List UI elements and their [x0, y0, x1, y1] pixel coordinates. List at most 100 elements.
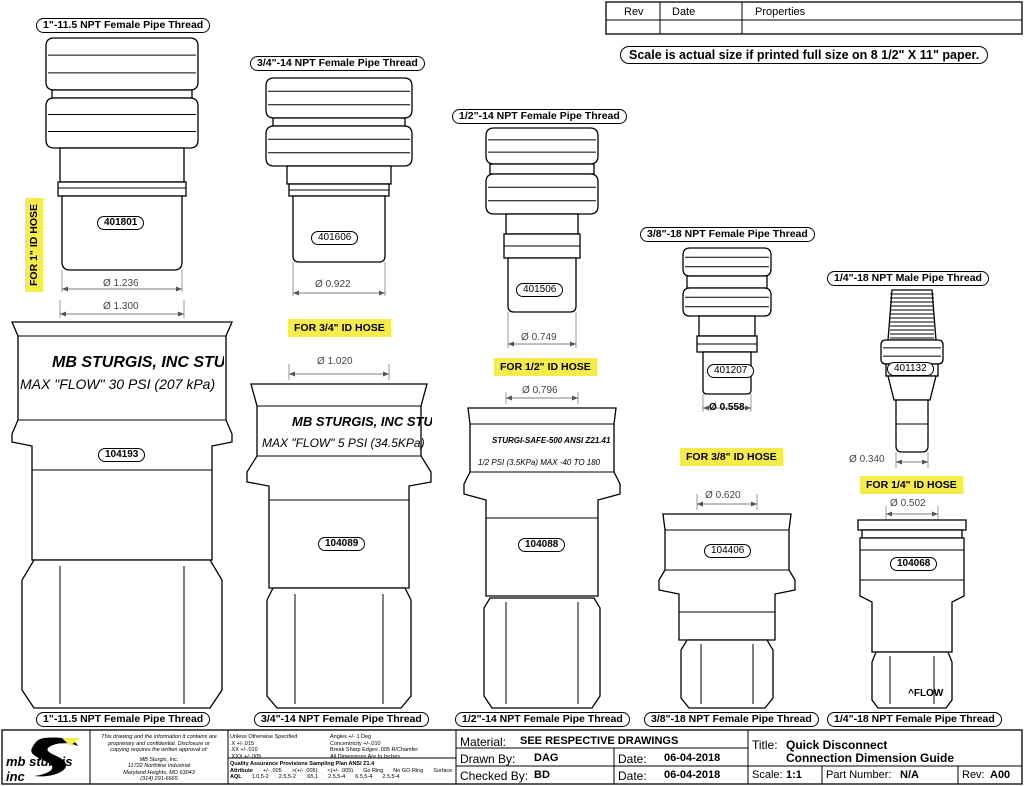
title-label: Title: — [752, 738, 778, 752]
dimension-arrow — [379, 290, 385, 296]
tolerance-line: .XXX +/-.005 — [230, 753, 262, 760]
qa-attribute-row: Attribute+/- .005>(+/- .005)<(+/- .005)G… — [230, 768, 452, 775]
title-line-2: Connection Dimension Guide — [786, 751, 955, 765]
plug-body — [895, 399, 929, 453]
plug-neck — [505, 213, 579, 235]
qa-cell: +/- .005 — [262, 767, 282, 774]
dimension-arrow — [572, 395, 578, 401]
dimension-arrow — [896, 459, 902, 465]
plug-neck — [286, 165, 392, 185]
coupler-sleeve — [463, 407, 621, 597]
qa-cell: No GO Ring — [393, 767, 424, 774]
qa-title: Quality Assurance Provisions Sampling Pl… — [230, 761, 375, 767]
qa-cell: 1.0,5-2 — [251, 774, 269, 780]
plug-hex-nut — [485, 127, 599, 165]
drawn-by-value: DAG — [534, 752, 559, 764]
coupler-body-brand-1in: MB STURGIS, INC STU — [52, 354, 224, 371]
plug-hex-nut — [880, 339, 944, 365]
plug-collar — [51, 89, 193, 99]
tolerance-line: All Dimensions Are In Inches — [330, 753, 401, 760]
diameter-symbol: Ø — [521, 332, 529, 343]
hose-label-1in: FOR 1" ID HOSE — [25, 198, 43, 292]
bottom-thread-label-3-4in: 3/4"-14 NPT Female Pipe Thread — [254, 712, 429, 727]
qa-sampling-plan: Quality Assurance Provisions Sampling Pl… — [230, 761, 452, 781]
revision-table — [605, 1, 1023, 35]
rev-value: A00 — [990, 769, 1011, 781]
coupler-diameter-value: 0.796 — [532, 385, 558, 396]
checked-date-value: 06-04-2018 — [664, 769, 721, 781]
coupler-part-number-104068: 104068 — [890, 557, 938, 571]
top-thread-label-1in: 1"-11.5 NPT Female Pipe Thread — [36, 18, 211, 33]
address-line: 11722 Northline Industrial — [127, 763, 191, 769]
qa-cell: >(+/- .005) — [291, 767, 318, 774]
qa-cell: 2.5,5-4 — [328, 774, 346, 780]
tolerance-line: Unless Otherwise Specified — [230, 734, 298, 740]
plug-diameter-3-8in: Ø 0.558 — [709, 402, 745, 413]
hose-label-3-8in: FOR 3/8" ID HOSE — [680, 448, 783, 466]
diameter-symbol: Ø — [317, 356, 325, 367]
diameter-symbol: Ø — [103, 301, 111, 312]
plug-diameter-value: 1.236 — [113, 278, 139, 289]
notice-line: This drawing and the information it cont… — [101, 734, 217, 740]
coupler-sleeve — [859, 537, 965, 653]
coupler-sleeve — [246, 383, 432, 589]
dimension-arrow — [293, 290, 299, 296]
dimension-arrow — [289, 371, 295, 377]
scale-note: Scale is actual size if printed full siz… — [620, 46, 989, 64]
qa-cell: Surface — [433, 767, 453, 774]
plug-part-number-401801: 401801 — [97, 216, 145, 230]
part-number-value: N/A — [900, 769, 919, 781]
coupler-hex — [483, 597, 601, 709]
logo-swoosh-icon — [31, 737, 80, 777]
dimension-arrow — [570, 341, 576, 347]
checked-date-label: Date: — [618, 769, 647, 783]
plug-part-number-401506: 401506 — [516, 283, 564, 297]
date-header: Date — [672, 6, 696, 18]
coupler-body-flow-1-4in: ^FLOW — [908, 688, 944, 699]
drawn-date-value: 06-04-2018 — [664, 752, 721, 764]
dimension-arrow — [176, 286, 182, 292]
notice-line: proprietary and confidential. Disclosure… — [108, 740, 210, 747]
dimension-arrow — [60, 311, 66, 317]
coupler-part-number-104406: 104406 — [704, 544, 752, 558]
coupler-top-ring — [857, 519, 967, 531]
address-line: (314) 291-6665 — [140, 776, 178, 782]
coupler-diameter-1-2in: Ø 0.796 — [522, 385, 558, 396]
company-logo: mb sturgis inc — [4, 734, 86, 784]
plug-neck — [698, 315, 756, 337]
plug-diameter-value: 0.749 — [531, 332, 557, 343]
qa-cell: .65,1 — [305, 774, 319, 780]
checked-by-label: Checked By: — [460, 769, 529, 783]
plug-part-number-401207: 401207 — [707, 364, 755, 378]
plug-diameter-value: 0.558 — [719, 402, 745, 413]
plug-collar — [272, 117, 406, 127]
coupler-diameter-3-8in: Ø 0.620 — [705, 490, 741, 501]
part-number-label: Part Number: — [826, 769, 892, 781]
plug-diameter-value: 0.922 — [325, 279, 351, 290]
logo-text: mb sturgis inc — [6, 754, 73, 784]
top-thread-label-1-4in: 1/4"-18 NPT Male Pipe Thread — [827, 271, 989, 286]
coupler-body-rating-1-2in: 1/2 PSI (3.5KPa) MAX -40 TO 180 — [478, 458, 601, 467]
coupler-diameter-value: 1.300 — [113, 301, 139, 312]
plug-taper — [887, 375, 937, 401]
top-thread-label-1-2in: 1/2"-14 NPT Female Pipe Thread — [452, 109, 627, 124]
plug-hex-nut — [485, 173, 599, 215]
rev-header: Rev — [624, 6, 644, 18]
plug-groove — [57, 181, 187, 197]
coupler-sleeve — [658, 513, 796, 641]
tolerance-line: Concentricity +/-.010 — [330, 740, 381, 747]
dimension-arrow — [508, 341, 514, 347]
plug-diameter-3-4in: Ø 0.922 — [315, 279, 351, 290]
address-line: Maryland Heights, MO 63043 — [123, 769, 195, 776]
scale-value: 1:1 — [786, 769, 802, 781]
diameter-symbol: Ø — [849, 454, 857, 465]
drawn-by-label: Drawn By: — [460, 752, 516, 766]
checked-by-value: BD — [534, 769, 550, 781]
tolerance-line: Break Sharp Edges .005 R/Chamfer — [330, 747, 419, 753]
coupler-diameter-1-4in: Ø 0.502 — [890, 498, 926, 509]
diameter-symbol: Ø — [705, 490, 713, 501]
qa-cell: AQL — [230, 774, 242, 780]
diameter-symbol: Ø — [522, 385, 530, 396]
plug-diameter-1-2in: Ø 0.749 — [521, 332, 557, 343]
dimension-arrow — [703, 405, 709, 411]
